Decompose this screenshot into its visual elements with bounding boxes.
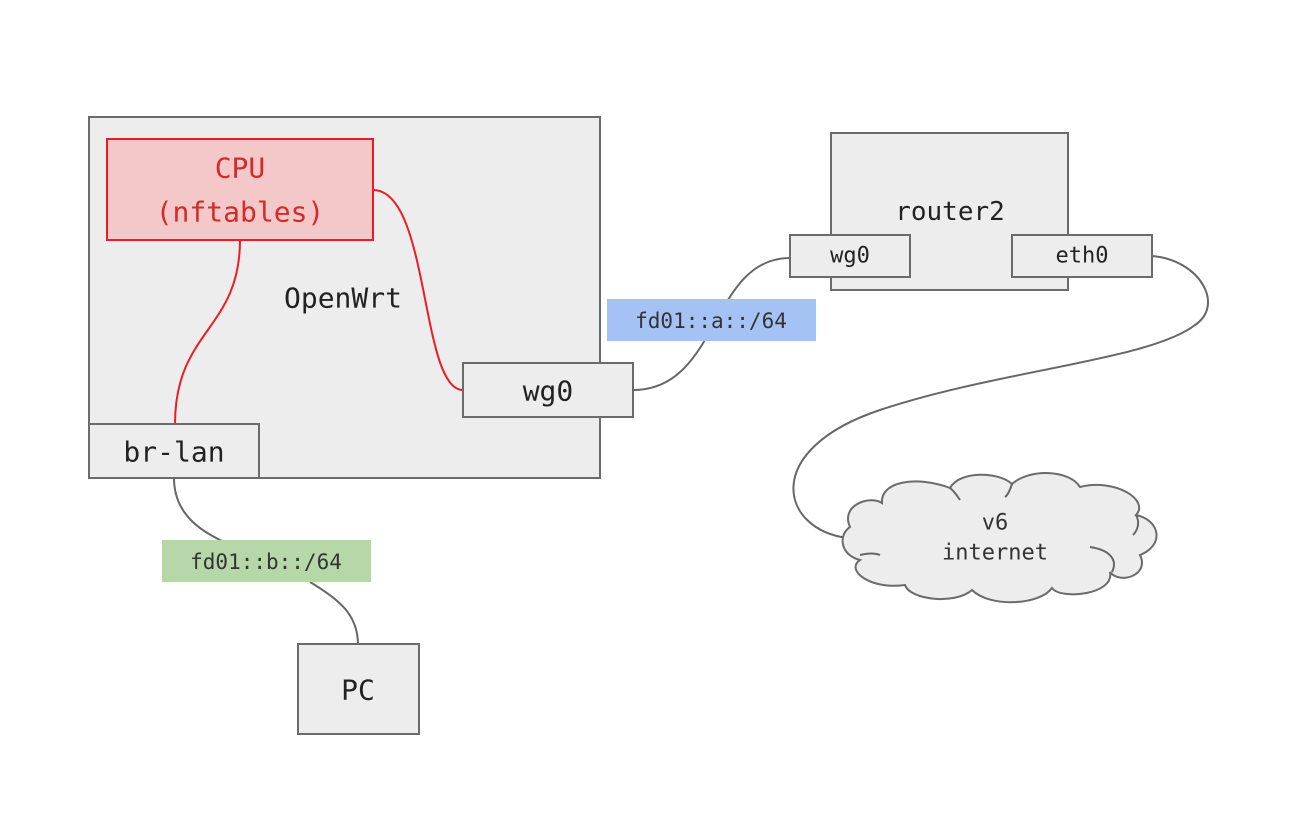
pc-node	[297, 643, 420, 735]
cloud-detail	[1089, 546, 1115, 573]
subnet-a-badge	[607, 299, 816, 341]
router2-wg0-interface	[789, 234, 911, 278]
internet-cloud-icon	[841, 472, 1158, 604]
eth0-internet-edge	[792, 255, 1209, 539]
router2-eth0-label: eth0	[1056, 244, 1109, 269]
cpu-label: CPU	[215, 152, 266, 185]
br-lan-label: br-lan	[123, 436, 224, 469]
cloud-detail	[1004, 483, 1013, 498]
subnet-b-badge	[162, 540, 371, 582]
cpu-node	[106, 138, 374, 241]
cloud-detail	[859, 552, 881, 556]
openwrt-wg0-interface	[462, 362, 634, 418]
cpu-sublabel: (nftables)	[156, 196, 325, 229]
subnet-a-label: fd01::a::/64	[635, 309, 787, 333]
router2-eth0-interface	[1011, 234, 1153, 278]
internet-label-line1: v6	[982, 511, 1009, 536]
cpu-brlan-edge	[174, 239, 241, 425]
subnet-b-text: fd01::b::/64	[190, 550, 342, 574]
pc-label: PC	[341, 674, 375, 707]
openwrt-label: OpenWrt	[284, 282, 402, 315]
br-lan-interface	[88, 423, 260, 479]
router2-wg0-label: wg0	[830, 244, 870, 269]
internet-label-line2: internet	[942, 541, 1048, 566]
cloud-detail	[1132, 514, 1140, 536]
openwrt-wg0-label: wg0	[523, 375, 574, 408]
cloud-detail	[949, 487, 961, 501]
router2-label: router2	[895, 197, 1005, 227]
cpu-wg0-edge	[372, 189, 464, 391]
